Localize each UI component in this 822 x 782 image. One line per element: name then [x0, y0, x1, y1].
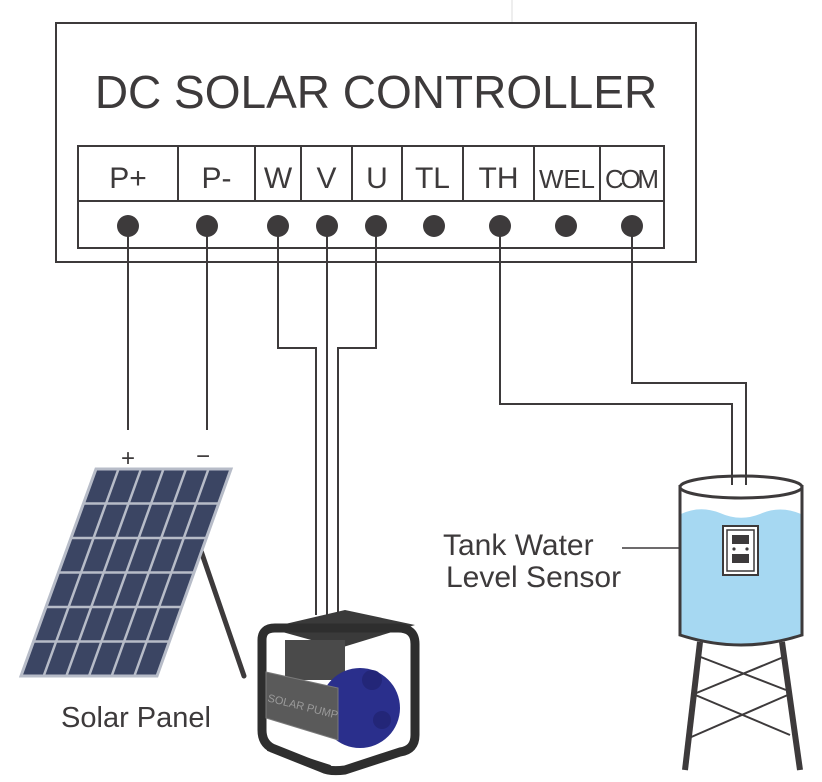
- pump-outlet: [373, 711, 391, 729]
- wire-u: [337, 226, 377, 615]
- wire-com: [631, 226, 747, 526]
- panel-stand: [197, 545, 247, 679]
- water-tank: Tank Water Level Sensor: [443, 474, 804, 771]
- solar-pump: SOLAR PUMP: [257, 610, 420, 776]
- terminal-label-wel: WEL: [539, 164, 595, 194]
- controller-title: DC SOLAR CONTROLLER: [95, 66, 657, 118]
- pump-motor-box: [285, 640, 345, 680]
- terminal-label-com: COM: [605, 164, 659, 194]
- tank-water: [681, 509, 801, 645]
- pump-inlet: [362, 670, 382, 690]
- level-sensor: [722, 525, 759, 576]
- pump-base: [267, 745, 331, 771]
- panel-negative-label: −: [196, 443, 210, 470]
- terminal-label-tl: TL: [415, 162, 450, 195]
- terminal-label-w: W: [264, 162, 293, 195]
- terminal-label-v: V: [316, 162, 336, 195]
- terminal-label-th: TH: [479, 162, 519, 195]
- pump-nameplate: [265, 671, 339, 741]
- tank-leg-left: [682, 641, 703, 771]
- tank-bracing: [688, 655, 791, 739]
- panel-positive-label: +: [121, 445, 135, 472]
- solar-panel-label: Solar Panel: [61, 702, 211, 734]
- tank-outline: [678, 485, 804, 647]
- sensor-display-top: [732, 535, 749, 544]
- tank-label-line1: Tank Water: [443, 529, 594, 562]
- wire-w: [277, 226, 317, 615]
- terminal-label-u: U: [366, 162, 388, 195]
- tank-label-line2: Level Sensor: [446, 561, 621, 594]
- tank-leg-right: [779, 641, 803, 771]
- terminal-label-pplus: P+: [109, 162, 147, 195]
- terminal-screw-wel: [555, 215, 577, 237]
- tank-rim: [678, 474, 804, 500]
- wires: [127, 226, 747, 615]
- terminal-label-pminus: P-: [202, 162, 232, 195]
- terminal-screw-tl: [423, 215, 445, 237]
- wire-th: [499, 226, 733, 526]
- terminal-block: [77, 145, 665, 249]
- sensor-display-bottom: [732, 554, 749, 563]
- solar-panel: + − Solar Panel: [18, 443, 247, 734]
